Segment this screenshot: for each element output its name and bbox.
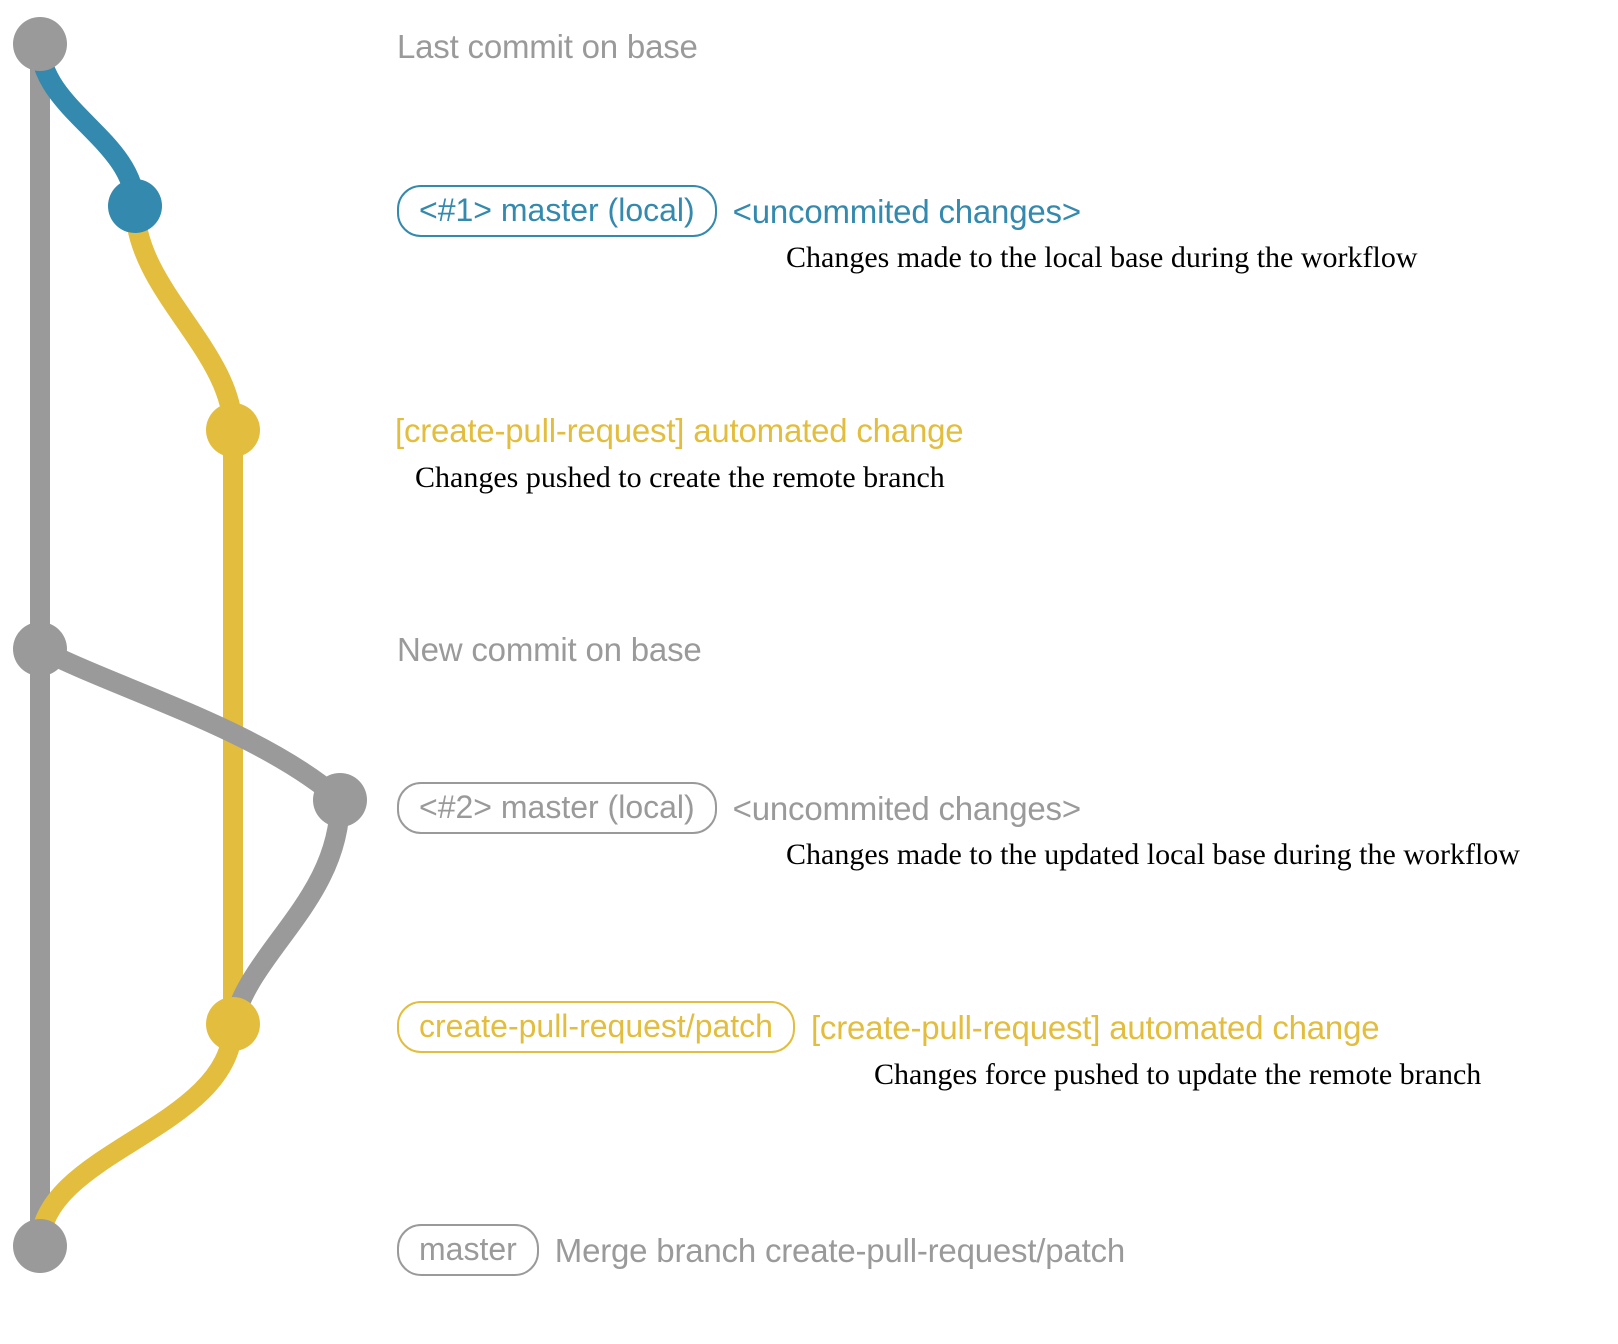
node-local-2: [313, 773, 367, 827]
ref-badge-create-pull-request-patch[interactable]: create-pull-request/patch: [397, 1001, 795, 1053]
row-new-commit-on-base: New commit on base: [397, 633, 702, 666]
node-merge-master: [13, 1219, 67, 1273]
edge-local2-to-patch2: [223, 790, 350, 1034]
edge-local1-to-patch1: [125, 196, 243, 440]
commit-nodes: [13, 17, 367, 1273]
note-changes-pushed-create-remote-branch: Changes pushed to create the remote bran…: [415, 461, 945, 494]
commit-message-uncommited-changes-1: <uncommited changes>: [732, 192, 1081, 230]
node-base-top: [13, 17, 67, 71]
note-changes-local-base-1: Changes made to the local base during th…: [786, 241, 1418, 274]
edge-patch2-to-merge: [30, 1014, 243, 1256]
note-changes-force-pushed: Changes force pushed to update the remot…: [874, 1058, 1482, 1091]
commit-graph-svg: [13, 17, 367, 1273]
commit-message-automated-change-1: [create-pull-request] automated change: [395, 412, 964, 449]
ref-badge-master-local-2[interactable]: <#2> master (local): [397, 782, 717, 834]
row-master-local-1: <#1> master (local) <uncommited changes>: [397, 185, 1081, 237]
row-automated-change-1: [create-pull-request] automated change: [395, 412, 964, 449]
node-patch-1: [206, 403, 260, 457]
ref-badge-master-local-1[interactable]: <#1> master (local): [397, 185, 717, 237]
row-automated-change-2: create-pull-request/patch [create-pull-r…: [397, 1001, 1380, 1053]
commit-message-automated-change-2: [create-pull-request] automated change: [810, 1008, 1380, 1046]
node-base-new: [13, 622, 67, 676]
edge-basenew-to-local2: [30, 639, 350, 810]
commit-message-merge-branch: Merge branch create-pull-request/patch: [554, 1231, 1126, 1269]
note-changes-updated-local-base: Changes made to the updated local base d…: [786, 838, 1520, 871]
commit-message-last-commit-on-base: Last commit on base: [397, 28, 698, 65]
ref-badge-master[interactable]: master: [397, 1224, 539, 1276]
row-master-local-2: <#2> master (local) <uncommited changes>: [397, 782, 1081, 834]
commit-message-new-commit-on-base: New commit on base: [397, 631, 702, 668]
row-merge-branch: master Merge branch create-pull-request/…: [397, 1224, 1125, 1276]
node-local-1: [108, 179, 162, 233]
commit-message-uncommited-changes-2: <uncommited changes>: [732, 789, 1081, 827]
edge-base-to-local1: [30, 34, 145, 216]
row-last-commit-on-base: Last commit on base: [397, 30, 698, 63]
node-patch-2: [206, 997, 260, 1051]
